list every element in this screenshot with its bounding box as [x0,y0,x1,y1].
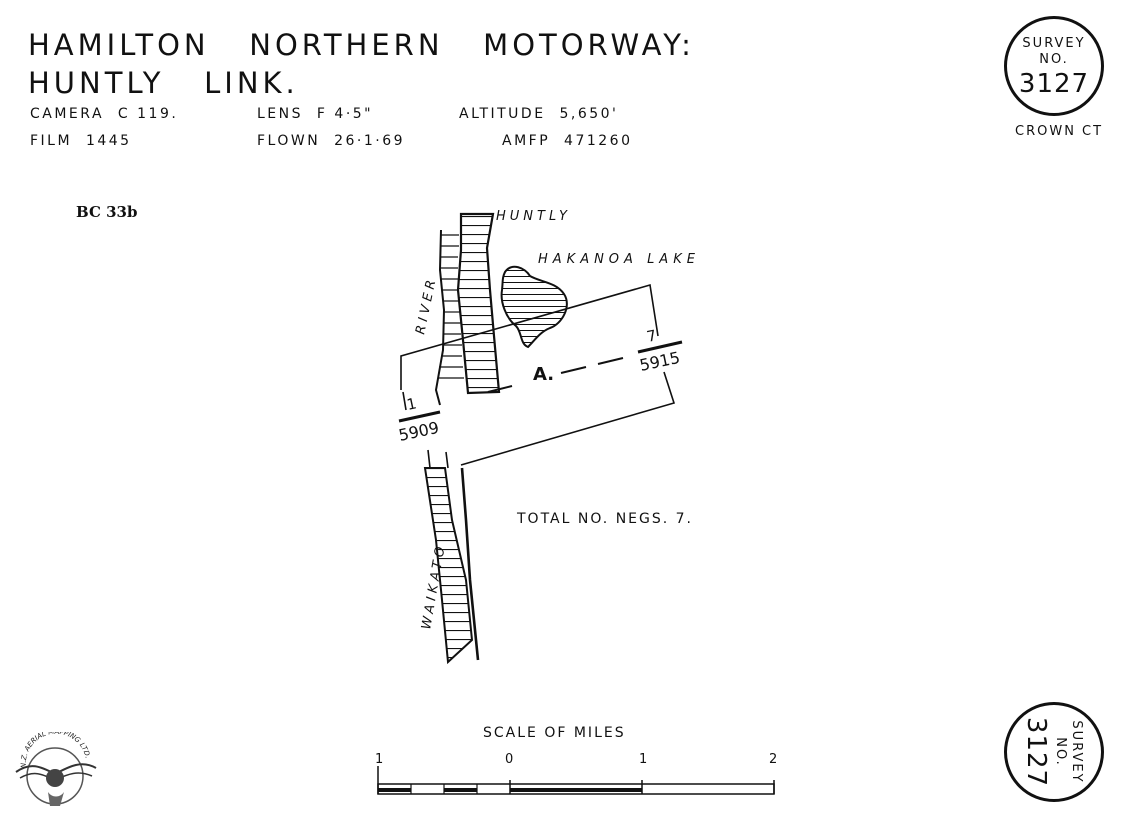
hakanoa-lake [500,265,568,349]
aerial-mapping-logo: N.Z. AERIAL MAPPING LTD. [15,732,97,806]
scale-tick-1-left: 1 [375,752,383,767]
river-bank-upper [434,229,446,406]
altitude-info: ALTITUDE 5,650' [459,106,619,122]
start-frame-bottom: 5909 [397,418,441,445]
river-label: RIVER [413,275,440,336]
flown-info: FLOWN 26·1·69 [257,133,406,149]
scale-tick-0: 0 [505,752,513,767]
amfp-info: AMFP 471260 [502,133,633,149]
stamp-top-number: 3127 [1018,69,1090,99]
scale-bar [377,766,775,795]
river-gap-ticks [427,449,449,469]
end-frame-bar [637,340,683,354]
title-line-2: HUNTLY LINK. [28,66,299,100]
flight-line-segment-3 [597,357,624,365]
coverage-box-upper [400,283,659,390]
sheet-reference: BC 33b [76,203,138,221]
scale-title: SCALE OF MILES [483,725,626,741]
lens-info: LENS F 4·5" [257,106,374,122]
survey-stamp-top: SURVEY NO. 3127 [1004,16,1104,116]
flight-line-segment-1 [487,385,513,393]
stamp-top-survey-label: SURVEY [1022,36,1086,51]
camera-info: CAMERA C 119. [30,106,179,122]
motorway-strip-lower [423,467,474,665]
coverage-box-lower [402,391,407,411]
stamp-top-no-label: NO. [1039,52,1069,67]
end-frame-top: 7 [645,326,658,346]
flight-line-segment-2 [560,366,587,374]
huntly-label: HUNTLY [496,209,571,224]
river-bank-lower-east [460,467,480,661]
coverage-box-bottom-edge [460,371,676,466]
film-info: FILM 1445 [30,133,132,149]
crown-note: CROWN CT [1015,124,1104,139]
run-label: A. [533,364,554,385]
scale-tick-1-right: 1 [639,752,647,767]
lake-label: HAKANOA LAKE [538,252,700,267]
scale-tick-2: 2 [769,752,777,767]
motorway-strip-upper [456,212,501,395]
total-negs-label: TOTAL NO. NEGS. 7. [516,511,693,527]
river-bank-ticks-upper [438,234,464,379]
start-frame-bar [398,410,441,423]
start-frame-top: 1 [405,394,418,414]
title-line-1: HAMILTON NORTHERN MOTORWAY: [28,28,695,62]
